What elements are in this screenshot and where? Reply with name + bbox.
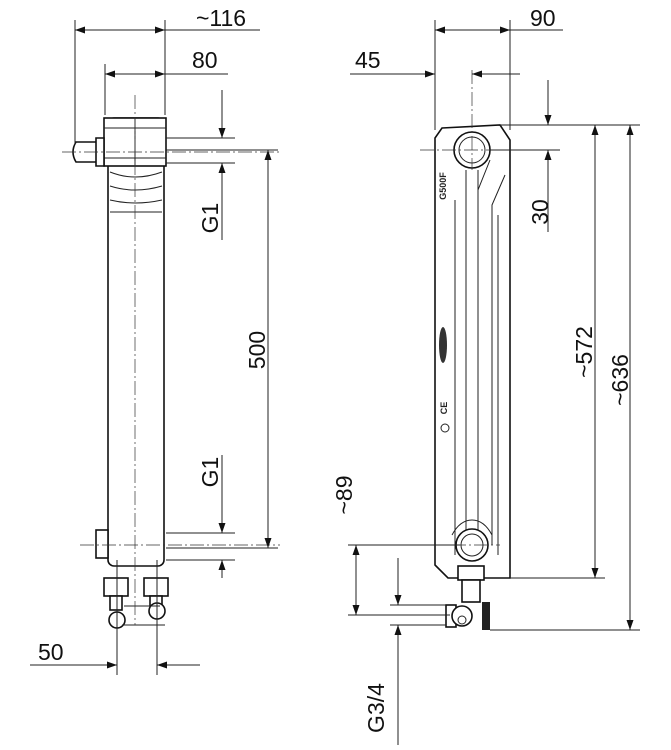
bottom-plug — [95, 529, 109, 559]
dim-valve-thread: G3/4 — [363, 683, 389, 733]
brand-logo — [439, 327, 447, 363]
dim-body-depth: 80 — [192, 47, 218, 73]
dim-top-thread: G1 — [197, 203, 223, 234]
ce-mark: CE — [439, 402, 449, 415]
front-view: G500F CE 90 45 30 ~572 — [331, 5, 640, 745]
dim-valve-offset: ~89 — [331, 475, 357, 514]
model-label: G500F — [438, 172, 448, 200]
side-valves — [103, 577, 169, 629]
dim-center-distance: 500 — [244, 331, 270, 369]
dim-top-offset: 30 — [527, 199, 553, 225]
radiator-body-side — [107, 117, 165, 567]
side-view: ~116 80 G1 500 G1 50 — [30, 5, 280, 675]
dim-width: 90 — [530, 5, 556, 31]
dim-valve-spacing: 50 — [38, 639, 64, 665]
dim-overall-depth: ~116 — [196, 5, 246, 31]
dim-half-width: 45 — [355, 47, 381, 73]
certification-icon — [440, 423, 450, 433]
front-valve — [445, 565, 490, 630]
dim-bottom-thread: G1 — [197, 457, 223, 488]
dim-body-height: ~572 — [571, 326, 597, 378]
dim-total-height: ~636 — [607, 354, 633, 406]
